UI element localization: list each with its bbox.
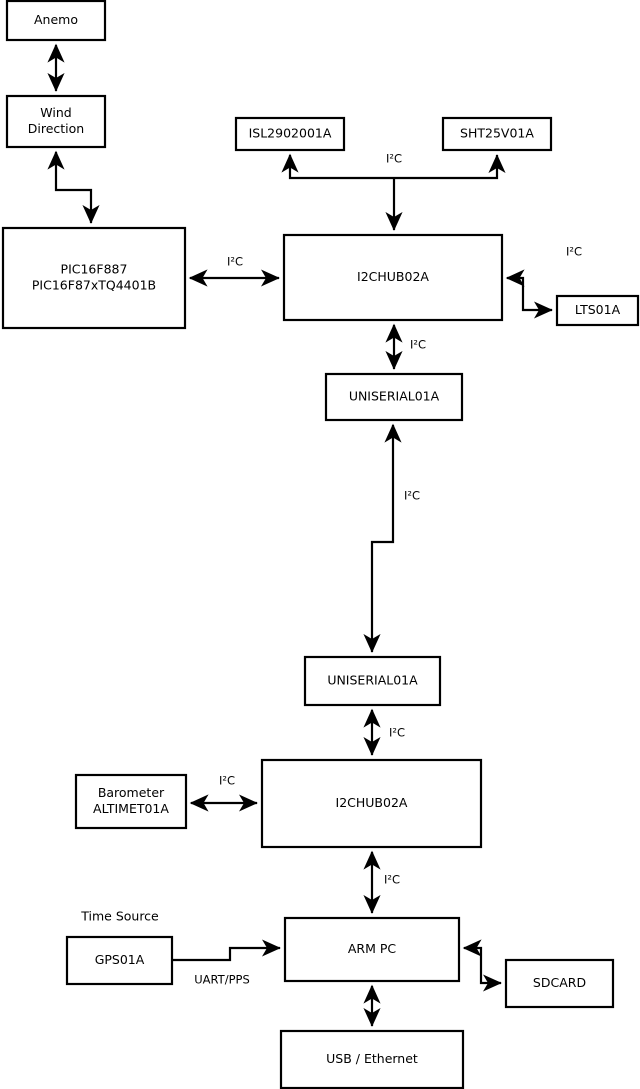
edge-label-uniserial-hub-i2c: I²C <box>389 726 405 740</box>
edge-label-gps-uart-pps: UART/PPS <box>194 973 250 987</box>
block-gps[interactable]: GPS01A <box>65 935 174 986</box>
block-anemo[interactable]: Anemo <box>5 0 107 42</box>
edge-label-hub-lts-i2c: I²C <box>566 245 582 259</box>
block-sht[interactable]: SHT25V01A <box>441 116 553 152</box>
block-outline-armpc <box>283 916 461 983</box>
block-label-hub_top: I2CHUB02A <box>357 269 429 284</box>
block-label-sht: SHT25V01A <box>460 126 534 141</box>
block-label-uniserial_up: UNISERIAL01A <box>349 389 440 404</box>
block-lts[interactable]: LTS01A <box>555 294 640 327</box>
block-hub_bot[interactable]: I2CHUB02A <box>260 758 483 849</box>
connector-hub-lts <box>505 269 553 319</box>
connector-pic-wind <box>47 150 100 224</box>
block-outline-uniserial_dn <box>303 655 442 707</box>
block-label-pic: PIC16F87xTQ4401B <box>32 278 156 293</box>
edge-label-baro-hub-i2c: I²C <box>219 774 235 788</box>
block-label-pic: PIC16F887 <box>61 262 128 277</box>
block-label-armpc: ARM PC <box>348 941 397 956</box>
block-label-anemo: Anemo <box>34 12 78 27</box>
block-label-usbeth: USB / Ethernet <box>326 1051 418 1066</box>
block-uniserial_dn[interactable]: UNISERIAL01A <box>303 655 442 707</box>
edge-label-pic-hub-i2c: I²C <box>227 255 243 269</box>
block-outline-sdcard <box>504 958 615 1009</box>
labels-layer: I²C I²C I²C I²C I²C I²C I²C I²C UART/PPS Time Sou… <box>80 152 582 987</box>
block-isl[interactable]: ISL2902001A <box>234 116 346 152</box>
connector-gps-arm <box>172 939 281 962</box>
block-outline-anemo <box>5 0 107 42</box>
block-label-barometer: Barometer <box>98 785 165 800</box>
block-outline-gps <box>65 935 174 986</box>
block-uniserial_up[interactable]: UNISERIAL01A <box>324 372 464 422</box>
block-outline-wind <box>5 94 107 149</box>
block-outline-barometer <box>74 773 188 830</box>
block-outline-isl <box>234 116 346 152</box>
block-outline-usbeth <box>279 1029 465 1089</box>
block-outline-uniserial_up <box>324 372 464 422</box>
block-label-lts: LTS01A <box>575 302 621 317</box>
connector-arm-sdcard <box>462 939 502 992</box>
block-label-wind: Wind <box>40 105 71 120</box>
block-outline-hub_bot <box>260 758 483 849</box>
connectors-layer <box>47 43 553 1027</box>
block-label-gps: GPS01A <box>95 952 145 967</box>
block-sdcard[interactable]: SDCARD <box>504 958 615 1009</box>
block-outline-hub_top <box>282 233 504 322</box>
edge-label-hub-arm-i2c: I²C <box>384 873 400 887</box>
block-outline-sht <box>441 116 553 152</box>
block-armpc[interactable]: ARM PC <box>283 916 461 983</box>
block-usbeth[interactable]: USB / Ethernet <box>279 1029 465 1089</box>
edge-label-uniserial-link-i2c: I²C <box>404 489 420 503</box>
annotation-time-source: Time Source <box>80 909 159 924</box>
block-outline-pic <box>1 226 187 330</box>
block-label-wind: Direction <box>28 121 84 136</box>
block-label-sdcard: SDCARD <box>533 975 586 990</box>
connector-uniserial-link <box>363 423 402 653</box>
block-label-isl: ISL2902001A <box>249 126 332 141</box>
edge-label-hub-uniserial-i2c: I²C <box>410 338 426 352</box>
block-label-barometer: ALTIMET01A <box>93 801 169 816</box>
block-hub_top[interactable]: I2CHUB02A <box>282 233 504 322</box>
block-label-uniserial_dn: UNISERIAL01A <box>327 673 418 688</box>
edge-label-sensors-bus-i2c: I²C <box>386 152 402 166</box>
block-label-hub_bot: I2CHUB02A <box>336 795 408 810</box>
block-outline-lts <box>555 294 640 327</box>
